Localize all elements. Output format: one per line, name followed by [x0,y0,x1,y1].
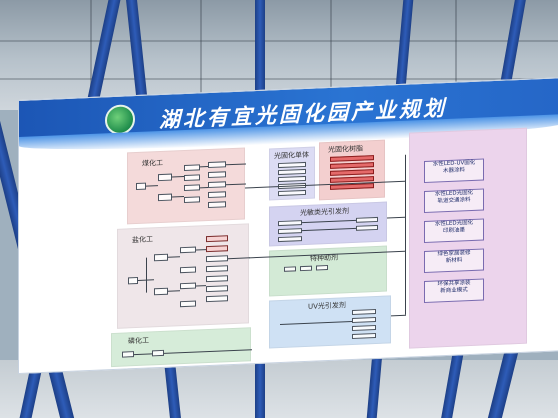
product-wood-coating: 水性LED-UV固化木器涂料 [432,159,476,175]
flow-node [206,245,228,253]
flow-line [164,349,252,354]
flow-node [184,164,200,172]
uv-initiator-label: UV光引发剂 [308,301,346,311]
product-rail-coating: 水性LED光固化轨道交通涂料 [434,189,474,205]
flow-node [278,175,306,183]
flow-node [122,351,134,358]
flow-node [206,235,228,243]
monomer-panel: 光固化单体 [269,146,315,201]
flow-node [180,266,196,274]
wall-line [0,40,558,42]
flow-node [278,189,306,197]
product-shared-coating: 环保共享涂装新商业模式 [437,280,471,295]
coal-chemical-panel: 煤化工 [127,147,246,225]
flow-node [356,216,378,223]
salt-chemical-label: 盐化工 [132,235,153,245]
flow-line [200,166,208,168]
flow-node [184,184,200,192]
flow-node [206,275,228,283]
flow-line [280,321,352,326]
radical-initiator-label: 光敏类光引发剂 [300,207,349,218]
flow-line [168,256,180,258]
wall-line [0,78,558,80]
flow-node [136,182,146,191]
wall-seam [330,0,332,110]
flow-node [356,224,378,231]
flow-node [154,253,168,262]
flow-node [208,171,226,179]
flow-node [208,201,226,209]
flow-node [154,287,168,296]
flow-line [168,290,180,292]
flow-node [158,173,172,182]
wall-seam [200,0,202,110]
flow-line [146,257,147,293]
flow-line [146,185,158,187]
flow-line [226,183,246,186]
end-products-panel: 水性LED-UV固化木器涂料 水性LED光固化轨道交通涂料 水性LED光固化印刷… [409,127,527,349]
flow-line [200,187,208,189]
planning-board: 湖北有宜光固化园产业规划 煤化工 盐化工 [18,77,558,374]
uv-initiator-panel: UV光引发剂 [269,295,391,349]
flow-node [128,276,138,285]
flow-line [228,257,250,260]
flow-node [284,266,296,272]
flow-node [278,161,306,169]
park-logo [105,104,135,136]
flow-node [278,168,306,176]
wall-seam [455,0,457,110]
flow-node [278,228,302,235]
flow-node [206,265,228,273]
phosphorus-chemical-label: 磷化工 [128,336,149,346]
flow-node [180,300,196,308]
flow-line [196,249,206,251]
wall-seam [90,0,92,110]
flow-node [300,265,312,272]
flow-line [302,219,356,224]
flow-node [206,255,228,263]
flow-line [405,154,406,315]
flow-node [352,316,376,324]
flow-line [391,314,406,317]
resin-node [330,155,374,162]
flow-node [180,282,196,290]
flow-node [278,236,302,243]
flow-line [196,285,206,287]
resin-panel: 光固化树脂 [319,139,385,201]
flow-node [278,220,302,227]
flow-node [352,332,376,340]
flow-line [172,196,184,198]
flow-line [172,176,184,178]
flow-node [184,174,200,182]
radical-initiator-panel: 光敏类光引发剂 [269,201,387,247]
flow-line [387,216,405,219]
flow-node [352,324,376,332]
flow-line [302,227,356,232]
flow-node [206,295,228,303]
flow-line [134,353,152,356]
flow-node [316,265,328,271]
product-home-decoration: 绿色家居装修新材料 [437,250,471,265]
flow-node [184,196,200,204]
flow-node [208,191,226,199]
phosphorus-chemical-panel: 磷化工 [111,327,252,368]
product-printing-ink: 水性LED光固化印刷油墨 [434,219,474,235]
flow-node [180,246,196,254]
monomer-label: 光固化单体 [274,150,309,161]
flow-node [352,308,376,316]
flow-node [208,181,226,189]
flow-node [152,349,164,357]
flow-node [206,285,228,293]
resin-node [330,162,374,169]
coal-chemical-label: 煤化工 [142,158,163,168]
salt-chemical-panel: 盐化工 [117,223,250,329]
flow-line [226,163,246,166]
resin-node [330,169,374,176]
resin-label: 光固化树脂 [328,144,363,155]
flow-node [208,161,226,169]
flow-node [158,193,172,202]
